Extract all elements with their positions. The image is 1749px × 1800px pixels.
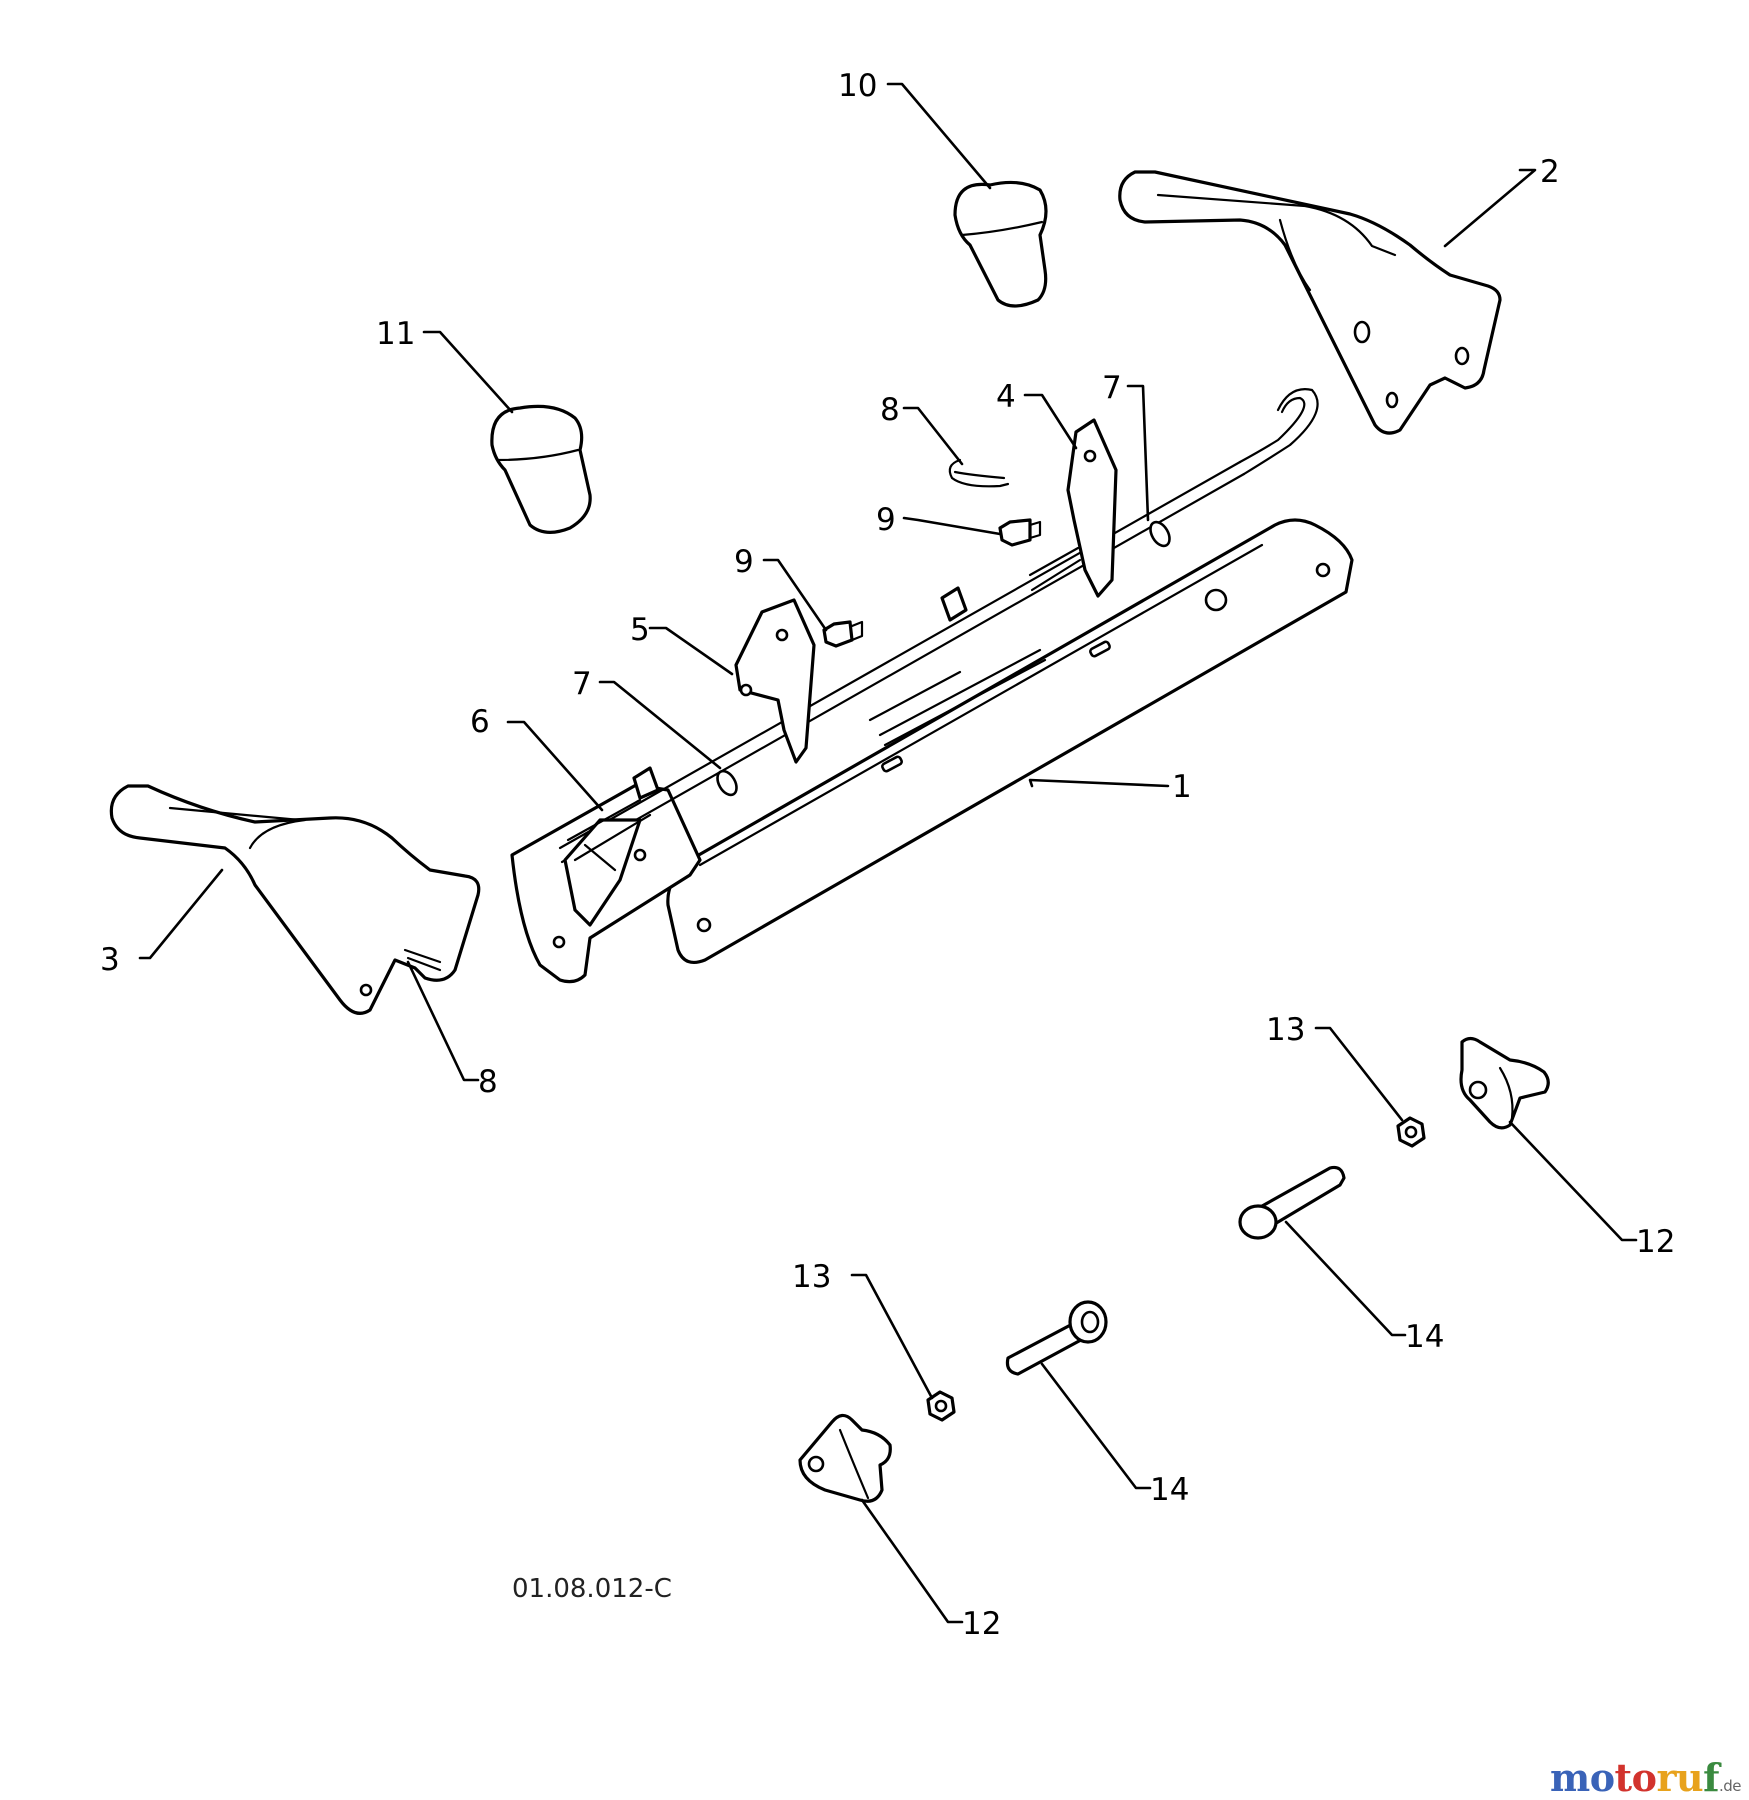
carriage-bolt-left <box>1005 1300 1108 1376</box>
callout-10: 10 <box>838 68 877 104</box>
watermark-logo: motoruf.de <box>1549 1755 1742 1800</box>
star-knob-right <box>1459 1036 1550 1130</box>
callout-14-right: 14 <box>1405 1319 1444 1355</box>
callout-4: 4 <box>996 379 1016 415</box>
callout-3: 3 <box>100 942 120 978</box>
callout-2: 2 <box>1540 154 1560 190</box>
callout-7-lower: 7 <box>572 666 592 702</box>
knob-11 <box>490 404 592 534</box>
bracket-lower <box>734 598 816 764</box>
nut-right <box>1396 1116 1426 1148</box>
callout-14-left: 14 <box>1150 1472 1189 1508</box>
pivot-bracket <box>563 798 652 927</box>
callout-13-left: 13 <box>792 1259 831 1295</box>
callout-9-lower: 9 <box>734 544 754 580</box>
star-knob-left <box>798 1413 892 1503</box>
clip-upper <box>948 458 1010 488</box>
carriage-bolt-right <box>1238 1165 1346 1240</box>
callout-8-upper: 8 <box>880 392 900 428</box>
callout-11: 11 <box>376 316 415 352</box>
lever-handle-left <box>109 784 481 1015</box>
callout-8-lower: 8 <box>478 1064 498 1100</box>
knob-10 <box>953 180 1048 308</box>
callout-12-right: 12 <box>1636 1224 1675 1260</box>
drawing-code: 01.08.012-C <box>512 1574 672 1604</box>
callout-5: 5 <box>630 612 650 648</box>
callout-12-left: 12 <box>962 1606 1001 1642</box>
bracket-upper <box>1028 418 1118 598</box>
callout-13-right: 13 <box>1266 1012 1305 1048</box>
leader-lines <box>138 82 1638 1624</box>
lever-handle-right <box>1118 170 1502 435</box>
nut-left <box>926 1390 956 1422</box>
callout-6: 6 <box>470 704 490 740</box>
bolt-lower <box>822 620 864 648</box>
callout-labels: 1 2 3 4 5 6 7 7 8 8 9 9 10 11 12 12 13 1… <box>100 68 1675 1642</box>
bolt-upper <box>998 518 1042 547</box>
callout-9-upper: 9 <box>876 502 896 538</box>
frame-rail <box>510 388 1354 984</box>
callout-7-upper: 7 <box>1102 370 1122 406</box>
callout-1: 1 <box>1172 769 1192 805</box>
